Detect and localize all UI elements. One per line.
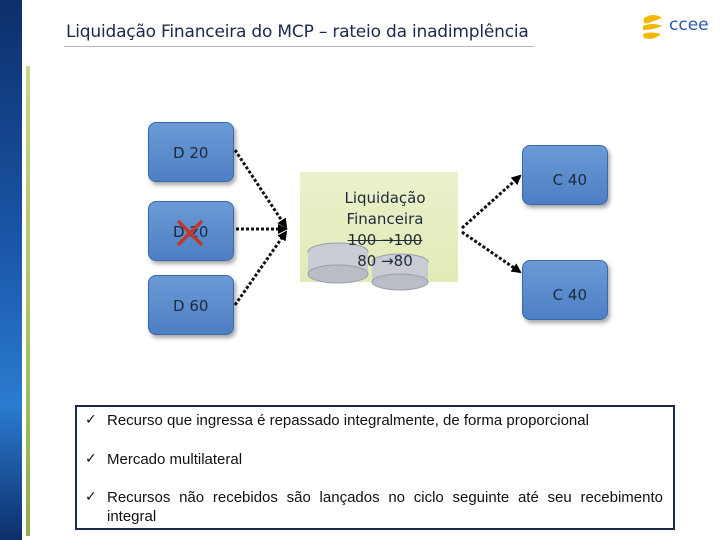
creditor-label-2: C 40 [552, 286, 587, 304]
ccee-logo-icon [643, 15, 662, 39]
arrow-settlement-to-c2 [461, 230, 522, 274]
check-icon: ✓ [85, 451, 97, 467]
slide-title: Liquidação Financeira do MCP – rateio da… [66, 22, 529, 42]
creditor-node-1: C 40 [522, 145, 608, 205]
coin-stack-icon [307, 242, 429, 291]
arrow-d1-to-settlement [233, 149, 288, 229]
notes-box: ✓ Recurso que ingressa é repassado integ… [75, 405, 675, 530]
note-item-2: ✓ Mercado multilateral [85, 451, 243, 468]
settlement-label: Liquidação Financeira 100 →100 80 →80 [330, 188, 440, 272]
debtor-node-1: D 20 [148, 122, 234, 182]
left-accent-stripe [26, 66, 30, 536]
title-underline [64, 46, 534, 47]
check-icon: ✓ [85, 489, 97, 505]
settlement-actual-amount: 80 →80 [357, 252, 413, 270]
arrow-d3-to-settlement [233, 230, 288, 306]
check-icon: ✓ [85, 412, 97, 428]
creditor-label-1: C 40 [552, 171, 587, 189]
left-accent-bar [0, 0, 22, 540]
debtor-label-3: D 60 [173, 297, 209, 315]
default-cross-icon [176, 219, 204, 247]
settlement-line-1: Liquidação [344, 189, 426, 207]
settlement-line-2: Financeira [346, 210, 424, 228]
debtor-node-2-defaulted: D 20 [148, 201, 234, 261]
arrow-settlement-to-c1 [460, 174, 522, 230]
creditor-node-2: C 40 [522, 260, 608, 320]
note-item-1: ✓ Recurso que ingressa é repassado integ… [85, 412, 589, 429]
settlement-expected-amount: 100 →100 [347, 231, 423, 249]
debtor-node-3: D 60 [148, 275, 234, 335]
note-item-3: ✓ Recursos não recebidos são lançados no… [85, 489, 663, 525]
debtor-label-1: D 20 [173, 144, 209, 162]
logo-wordmark: ccee [669, 15, 709, 35]
